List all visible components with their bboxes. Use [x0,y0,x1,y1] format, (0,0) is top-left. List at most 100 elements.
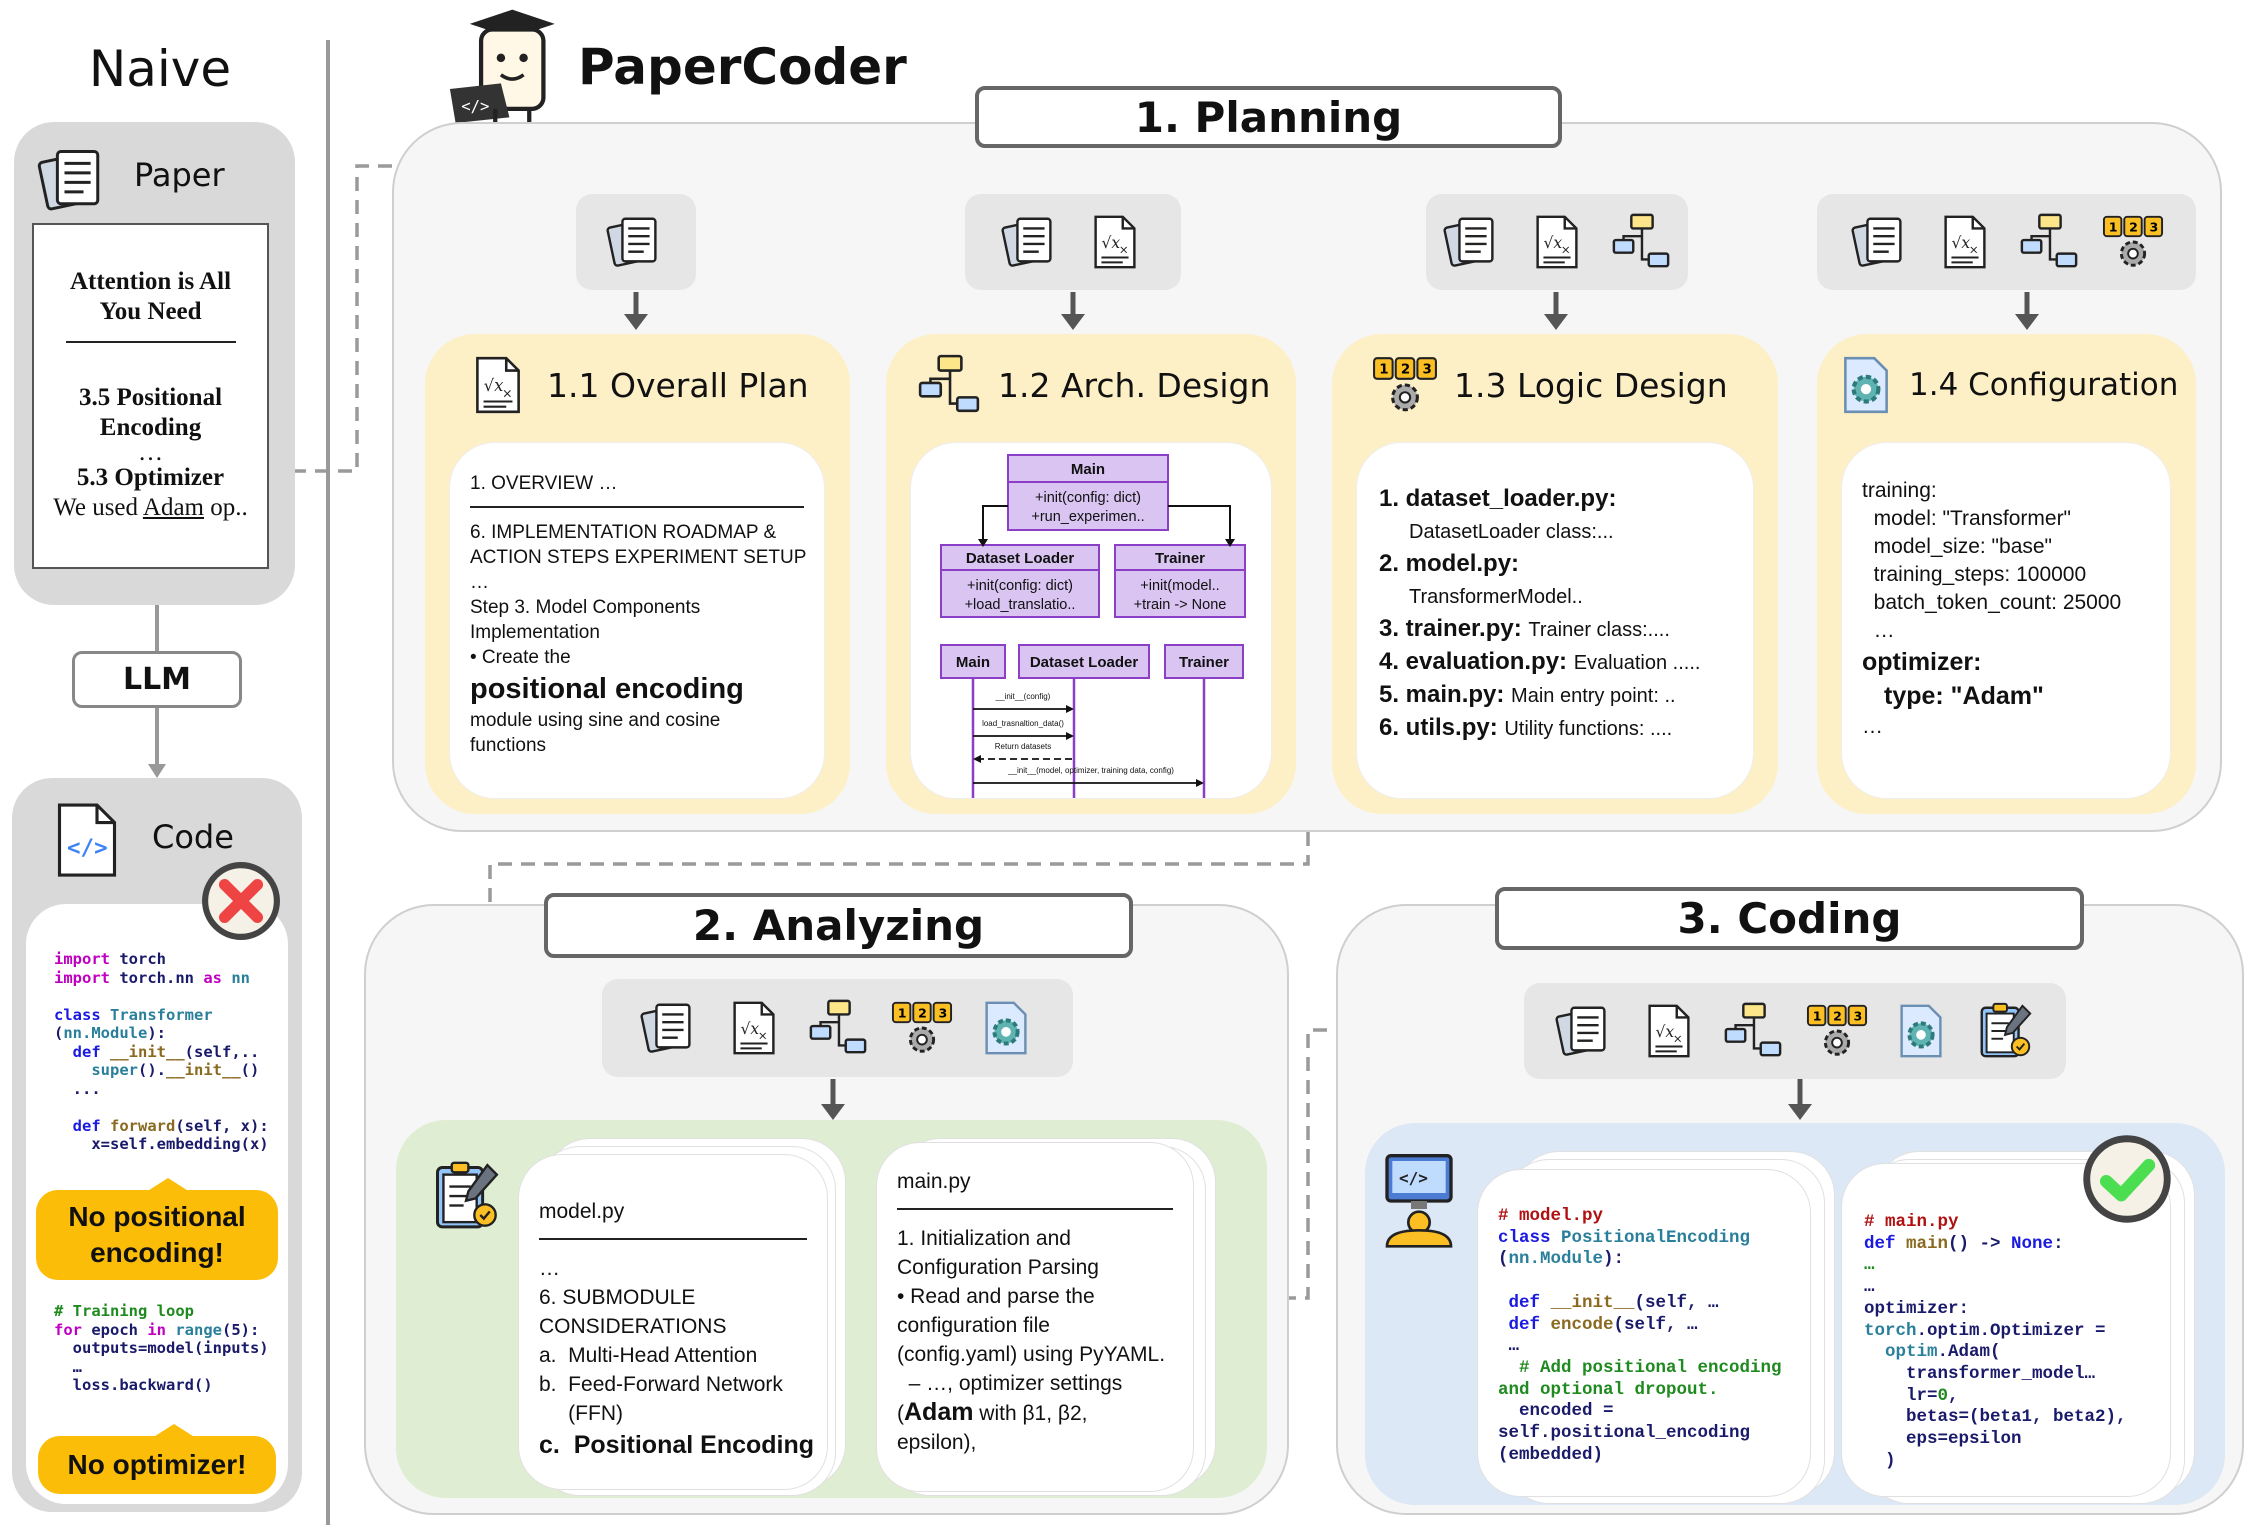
code-line: and optional dropout. [1498,1379,1719,1400]
paper-section: 3.5 Positional [78,384,223,411]
analysis-line: 1. Initialization and [897,1227,1071,1250]
callout-no-optimizer: No optimizer! [38,1436,276,1494]
llm-box: LLM [72,651,242,708]
paper-sentence: We used Adam op.. [53,494,248,521]
code-line: def main() -> None: [1864,1233,2064,1254]
code-label: Code [152,818,234,856]
paper-ellipsis: … [138,439,163,466]
code-line: … [1864,1255,1875,1276]
analysis-clipboard-icon [1974,1000,2036,1062]
uml-class-main: Main [1071,461,1105,478]
code-line: self.positional_encoding [1498,1423,1751,1444]
config-line: … [1862,715,1883,738]
code-line: # main.py [1864,1212,1959,1232]
plan-line: Step 3. Model Components [470,597,701,618]
plan-line: Implementation [470,622,600,643]
analysis-file-name: main.py [897,1170,971,1193]
code-line: … [1498,1336,1520,1357]
code-line: ... [54,1079,101,1098]
naive-title: Naive [88,40,232,98]
uml-method: +init(model.. [1140,578,1219,594]
paper-title-line: Attention is All [69,268,232,295]
arch-design-heading: 1.2 Arch. Design [998,365,1271,405]
analysis-line: configuration file [897,1314,1050,1337]
analyzing-output-panel: model.py … 6. SUBMODULE CONSIDERATIONS a… [396,1120,1267,1498]
svg-text:</>: </> [67,835,108,861]
main-analysis-card: main.py 1. Initialization and Configurat… [876,1142,1194,1492]
uml-class-trainer: Trainer [1155,550,1205,567]
analyzing-inputs [602,979,1073,1077]
paper-section: Encoding [99,414,202,441]
code-line [54,987,269,1006]
paper-section: 5.3 Optimizer [76,464,225,491]
overall-plan-icon [1638,1000,1700,1062]
arch-design-icon [1722,1000,1784,1062]
code-line: def forward(self, x): [54,1116,269,1135]
arch-design-icon [2018,211,2080,273]
paper-icon [1850,211,1912,273]
logic-design-icon [891,997,953,1059]
logic-design-icon [1806,1000,1868,1062]
config-icon [975,997,1037,1059]
plan-line: • Create the [470,647,571,668]
uml-class-dataset-loader: Dataset Loader [966,550,1075,567]
config-line: model_size: "base" [1862,535,2053,558]
uml-method: +init(config: dict) [1035,490,1141,506]
paper-icon [639,997,701,1059]
overall-plan-card: 1. OVERVIEW … 6. IMPLEMENTATION ROADMAP … [449,442,825,799]
sequence-message: load_trasnaltion_data() [982,719,1064,728]
overall-plan-icon [465,352,531,418]
code-line: x=self.embedding(x) [54,1135,269,1153]
uml-method: +train -> None [1134,597,1227,613]
code-line: lr=0, [1864,1385,1959,1406]
analysis-line: (FFN) [539,1402,623,1425]
green-check-icon [2083,1135,2171,1223]
analysis-file-name: model.py [539,1200,625,1223]
overall-plan-heading: 1.1 Overall Plan [547,365,809,405]
paper-icon [1442,211,1504,273]
logic-item: 5. main.py: Main entry point: .. [1379,681,1676,708]
lifeline-trainer: Trainer [1179,654,1229,671]
code-line: torch.optim.Optimizer = [1864,1320,2106,1341]
uml-method: +run_experimen.. [1031,509,1144,525]
config-icon [1890,1000,1952,1062]
programmer-computer-icon: </> [1385,1154,1453,1248]
arch-design-icon [807,997,869,1059]
lifeline-main: Main [956,654,990,671]
plan-inputs-1 [576,194,696,290]
analysis-line: epsilon), [897,1431,977,1454]
plan-line: module using sine and cosine [470,710,721,731]
arch-design-card: Main Dataset Loader Trainer Main Dataset… [910,442,1272,799]
config-inputs [1817,194,2196,290]
arch-design-icon [1610,211,1672,273]
analysis-line: (config.yaml) using PyYAML. [897,1343,1166,1366]
code-line: encoded = [1498,1401,1614,1422]
model-analysis-card: model.py … 6. SUBMODULE CONSIDERATIONS a… [518,1154,828,1490]
code-line: betas=(beta1, beta2), [1864,1407,2127,1428]
lifeline-dataset-loader: Dataset Loader [1030,654,1139,671]
arch-design-panel: 1.2 Arch. Design Main Dataset Loader Tra… [886,334,1296,814]
analysis-highlight: c. Positional Encoding [539,1431,815,1459]
paper-icon [36,142,112,218]
code-line: # Training loop [54,1302,194,1320]
papercoder-title: PaperCoder [578,38,907,96]
sequence-message: Return datasets [995,742,1051,751]
code-line: optimizer: [1864,1298,1970,1319]
arch-design-icon [916,352,982,418]
configuration-card: training: model: "Transformer" model_siz… [1841,442,2171,799]
config-line: training: [1862,479,1937,502]
code-line: def __init__(self, … [1498,1292,1719,1313]
code-line: def encode(self, … [1498,1314,1698,1335]
logic-item: 6. utils.py: Utility functions: .... [1379,714,1673,741]
paper-icon [1554,1000,1616,1062]
configuration-heading: 1.4 Configuration [1909,367,2179,403]
configuration-panel: 1.4 Configuration training: model: "Tran… [1817,334,2196,814]
coding-inputs [1524,983,2066,1079]
analysis-line: • Read and parse the [897,1285,1095,1308]
sequence-message: __init__(config) [995,692,1051,701]
code-line: transformer_model… [1864,1363,2096,1384]
